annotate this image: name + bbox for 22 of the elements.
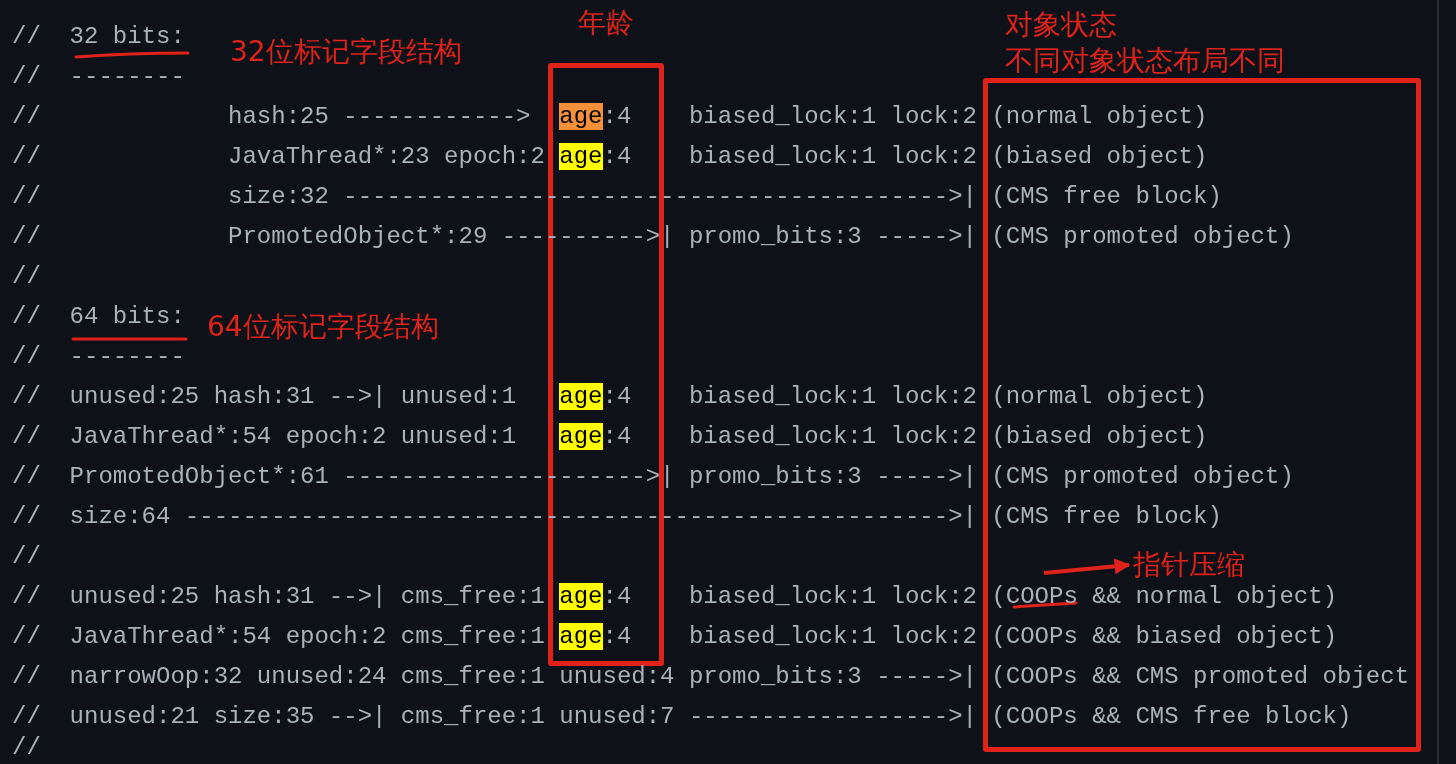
code-line: // — [12, 263, 41, 291]
code-line: // narrowOop:32 unused:24 cms_free:1 unused:4 promo_bits:3 ----->| (COOPs && CMS promoted object — [12, 663, 1410, 691]
code-line: // hash:25 ------------> age:4 biased_lock:1 lock:2 (normal object) — [12, 103, 1208, 131]
frame-subheading: 不同对象状态布局不同 — [1005, 46, 1285, 76]
code-line: // JavaThread*:54 epoch:2 unused:1 age:4 biased_lock:1 lock:2 (biased object) — [12, 423, 1208, 451]
annotation-label: 指针压缩 — [1133, 550, 1245, 580]
code-line: // unused:25 hash:31 -->| cms_free:1 age:4 biased_lock:1 lock:2 (COOPs && normal object) — [12, 583, 1338, 611]
frame-heading: 对象状态 — [1005, 10, 1117, 40]
code-line: // JavaThread*:54 epoch:2 cms_free:1 age:4 biased_lock:1 lock:2 (COOPs && biased object) — [12, 623, 1338, 651]
arrow — [1043, 558, 1131, 575]
code-line: // — [12, 734, 41, 762]
code-line: // 32 bits: — [12, 23, 185, 51]
code-line: // -------- — [12, 63, 185, 91]
annotation-label: 32位标记字段结构 — [230, 37, 462, 67]
code-line: // unused:25 hash:31 -->| unused:1 age:4 biased_lock:1 lock:2 (normal object) — [12, 383, 1208, 411]
annotation-label: 64位标记字段结构 — [207, 312, 439, 342]
code-line: // unused:21 size:35 -->| cms_free:1 unused:7 ------------------>| (COOPs && CMS free block) — [12, 703, 1352, 731]
code-line: // JavaThread*:23 epoch:2 age:4 biased_lock:1 lock:2 (biased object) — [12, 143, 1208, 171]
frame-heading: 年龄 — [578, 8, 634, 38]
code-line: // — [12, 543, 41, 571]
code-line: // -------- — [12, 343, 185, 371]
code-line: // 64 bits: — [12, 303, 185, 331]
